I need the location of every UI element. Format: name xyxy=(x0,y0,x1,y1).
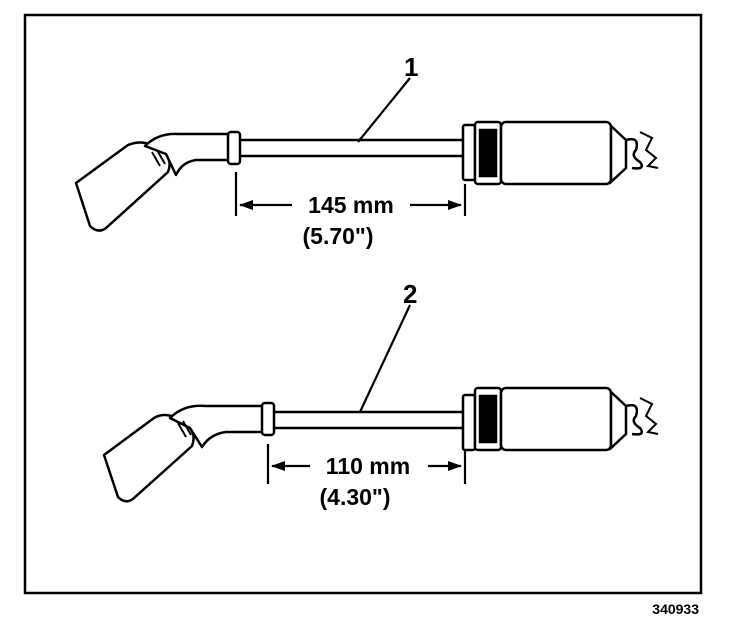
callout-leader-1 xyxy=(357,77,411,143)
connector-2 xyxy=(461,386,659,452)
cable-assembly-2: 2 110 mm (4.30") xyxy=(102,279,659,510)
callout-leader-2 xyxy=(359,304,411,413)
wire-1 xyxy=(240,138,466,158)
callout-number-1: 1 xyxy=(404,52,418,82)
cable-assembly-1: 1 145 mm (5.70") xyxy=(74,52,659,249)
connector-1 xyxy=(461,120,659,186)
figure-number: 340933 xyxy=(652,601,699,617)
wire-collar-2 xyxy=(260,401,276,437)
callout-number-2: 2 xyxy=(403,279,417,309)
dimension-imperial-1: (5.70") xyxy=(303,223,374,249)
dimension-line-1 xyxy=(234,172,467,216)
terminal-boot-1 xyxy=(74,132,234,232)
terminal-boot-2 xyxy=(102,404,268,503)
dimension-imperial-2: (4.30") xyxy=(320,484,391,510)
dimension-line-2 xyxy=(266,444,467,484)
wire-collar-1 xyxy=(226,130,242,166)
dimension-metric-2: 110 mm xyxy=(326,453,410,479)
wire-2 xyxy=(274,410,466,430)
dimension-metric-1: 145 mm xyxy=(308,192,394,218)
figure-border xyxy=(23,13,703,595)
